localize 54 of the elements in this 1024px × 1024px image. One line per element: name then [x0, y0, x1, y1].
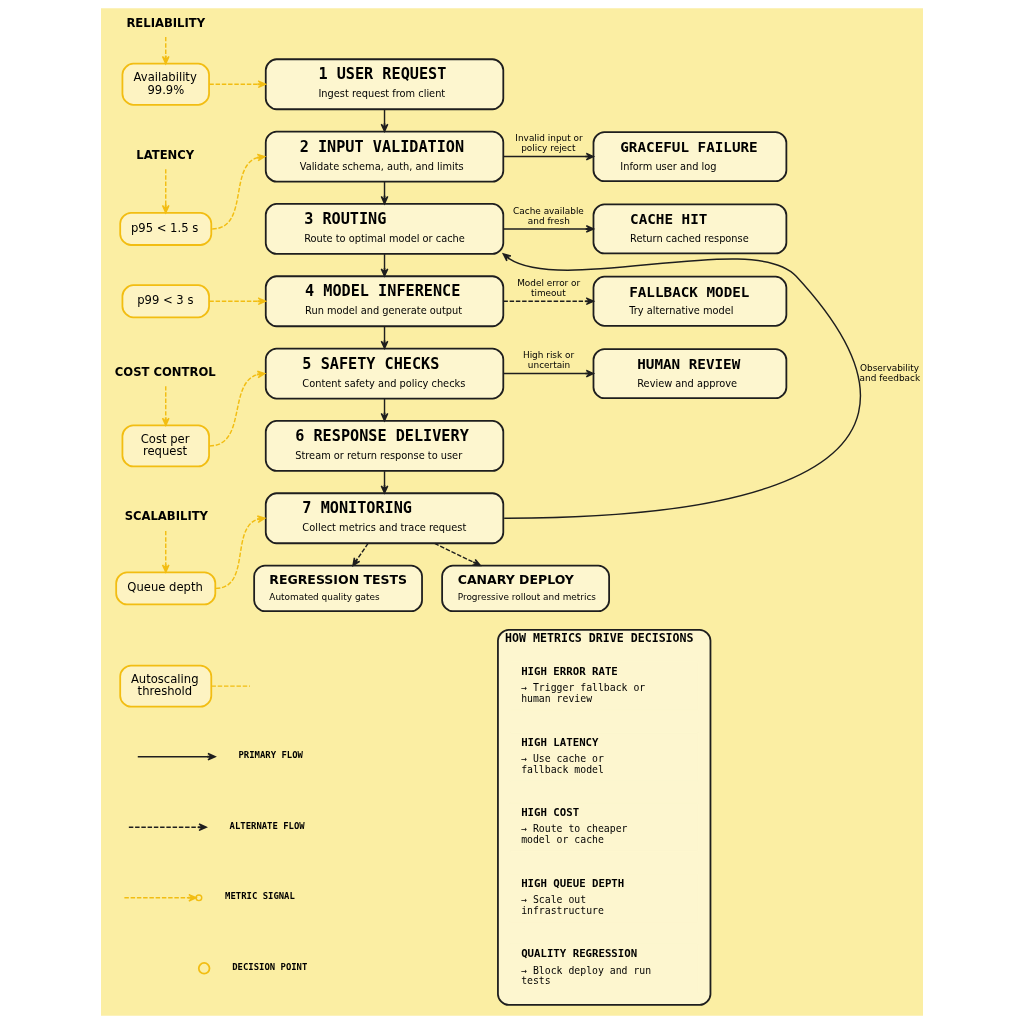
arrow: [502, 369, 595, 378]
edge-label: Cache available and fresh: [513, 205, 584, 226]
node-box: 5 SAFETY CHECKS Content safety and policy checks: [264, 347, 505, 400]
arrow: [161, 530, 170, 573]
edge-label: Invalid input or policy reject: [515, 133, 583, 154]
arrow: [502, 152, 595, 161]
legend-label: METRIC SIGNAL: [225, 891, 295, 902]
node-box: 6 RESPONSE DELIVERY Stream or return response to user: [264, 420, 505, 472]
arrow: [208, 370, 266, 447]
connector: [210, 685, 251, 687]
node-box: HUMAN REVIEW Review and approve: [592, 348, 788, 400]
arrow: [161, 36, 170, 65]
node-text: QUALITY REGRESSION → Block deploy and run tests: [521, 947, 652, 987]
legend-label: DECISION POINT: [232, 961, 308, 972]
edge-label: Model error or timeout: [517, 278, 581, 298]
node-box: Cost per request: [121, 424, 210, 468]
node-box: 7 MONITORING Collect metrics and trace request: [264, 492, 505, 545]
arrow: [433, 542, 482, 567]
node-text: HIGH ERROR RATE → Trigger fallback or human review: [521, 665, 646, 705]
arrow: [502, 297, 595, 306]
node-text: RELIABILITY: [126, 15, 206, 30]
node-text: COST CONTROL: [114, 364, 216, 379]
arrow: [211, 153, 266, 230]
node-text: SCALABILITY: [124, 509, 209, 524]
arrow: [352, 542, 369, 567]
arrow: [215, 515, 266, 590]
node-box: p99 < 3 s: [121, 284, 210, 319]
node-box: Autoscaling threshold: [119, 664, 213, 708]
node-text: HIGH LATENCY → Use cache or fallback model: [521, 735, 604, 775]
arrow: [208, 80, 267, 89]
edge-label: High risk or uncertain: [522, 350, 575, 371]
node-box: 2 INPUT VALIDATION Validate schema, auth, and limits: [264, 130, 505, 183]
node-box: REGRESSION TESTS Automated quality gates: [253, 564, 423, 612]
edge-label: Observability and feedback: [859, 362, 921, 383]
node-box: CACHE HIT Return cached response: [592, 203, 788, 255]
node-box: p95 < 1.5 s: [119, 211, 213, 246]
node-box: Queue depth: [115, 571, 217, 606]
legend-label: PRIMARY FLOW: [238, 750, 303, 761]
arrow: [161, 168, 170, 214]
node-box: CANARY DEPLOY Progressive rollout and metrics: [441, 564, 610, 612]
arrow: [161, 385, 170, 427]
node-text: LATENCY: [136, 147, 195, 162]
node-box: 4 MODEL INFERENCE Run model and generate output: [264, 275, 505, 328]
node-box: 3 ROUTING Route to optimal model or cache: [264, 203, 505, 255]
node-box: Availability 99.9%: [121, 62, 210, 106]
node-text: HIGH QUEUE DEPTH → Scale out infrastructure: [521, 876, 625, 916]
arrow: [502, 253, 860, 519]
node-box: GRACEFUL FAILURE Inform user and log: [592, 131, 788, 183]
legend-label: ALTERNATE FLOW: [229, 820, 305, 831]
arrow: [502, 225, 595, 233]
node-box: 1 USER REQUEST Ingest request from client: [264, 58, 505, 111]
node-text: HIGH COST → Route to cheaper model or cache: [521, 806, 628, 846]
arrow: [208, 297, 267, 306]
node-box: FALLBACK MODEL Try alternative model: [592, 275, 788, 327]
